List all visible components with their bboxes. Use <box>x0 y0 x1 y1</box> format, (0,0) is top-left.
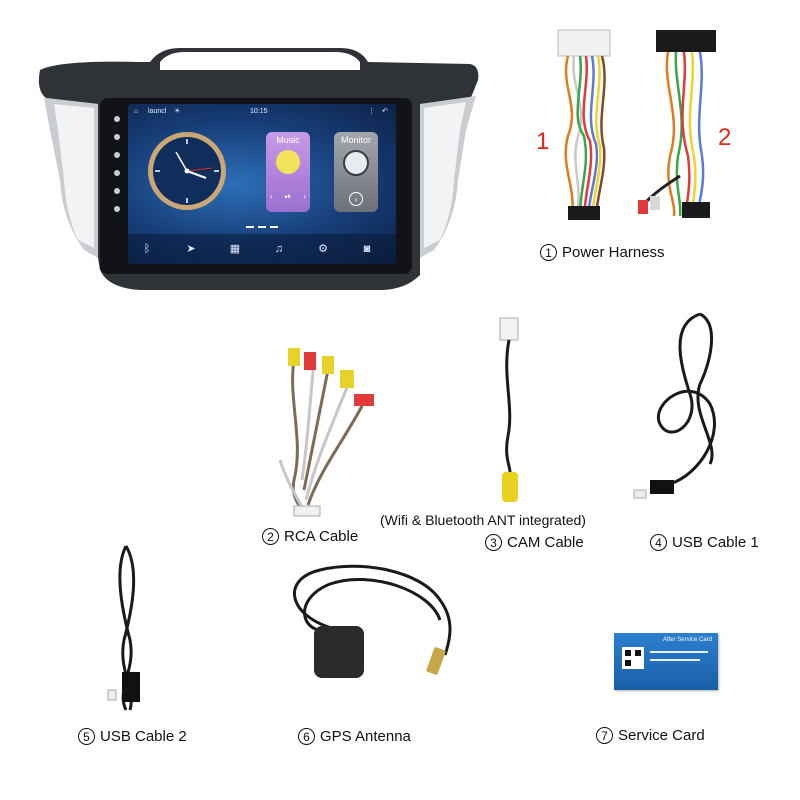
status-bar: ⌂ launcl ☀ 10:15 ⋮ ↶ <box>128 104 396 122</box>
power-harness-1-image <box>557 29 611 220</box>
rca-cable-label: RCA Cable <box>284 528 359 545</box>
usb-cable-1-caption: 4 USB Cable 1 <box>650 534 759 551</box>
usb-cable-1-image <box>633 312 716 499</box>
brightness-icon: ☀ <box>174 108 181 115</box>
rca-cable-caption: 2 RCA Cable <box>262 528 358 545</box>
usb-cable-1-label: USB Cable 1 <box>672 534 759 551</box>
service-card-label: Service Card <box>618 727 705 744</box>
page-indicator <box>246 226 286 229</box>
gps-antenna-image <box>292 564 452 678</box>
music-controls: ‹ ⏯ › <box>270 192 306 202</box>
music-card-title: Music <box>276 135 300 145</box>
item-number-3: 3 <box>485 534 502 551</box>
more-icon: ⋮ <box>368 108 375 115</box>
monitor-gauge-icon <box>343 150 369 176</box>
usb-cable-2-caption: 5 USB Cable 2 <box>78 728 187 745</box>
item-number-2: 2 <box>262 528 279 545</box>
rca-cable-image <box>278 348 374 517</box>
monitor-card-title: Monitor <box>340 135 371 145</box>
back-icon: ↶ <box>382 108 388 115</box>
service-card-caption: 7 Service Card <box>596 727 705 744</box>
settings-icon[interactable]: ⚙ <box>318 243 328 255</box>
item-number-6: 6 <box>298 728 315 745</box>
item-number-7: 7 <box>596 727 613 744</box>
power-harness-label: Power Harness <box>562 244 665 261</box>
service-card-title: After Service Card <box>662 637 712 643</box>
power-harness-caption: 1 Power Harness <box>540 244 665 261</box>
cam-cable-caption: 3 CAM Cable <box>485 534 584 551</box>
bluetooth-icon[interactable]: ᛒ <box>143 243 151 255</box>
harness-number-1: 1 <box>536 128 550 155</box>
music-disc-icon <box>276 150 300 174</box>
monitor-app-card[interactable]: Monitor › <box>334 132 378 212</box>
cam-cable-label: CAM Cable <box>507 534 584 551</box>
qr-code-icon <box>622 647 644 669</box>
usb-cable-2-image <box>107 545 140 711</box>
status-app-label: launcl <box>148 108 167 115</box>
home-icon: ⌂ <box>134 108 139 115</box>
navigation-icon[interactable]: ➤ <box>186 243 196 255</box>
music-app-card[interactable]: Music ‹ ⏯ › <box>266 132 310 212</box>
status-time: 10:15 <box>250 108 268 115</box>
clock-widget <box>148 132 226 210</box>
gps-antenna-caption: 6 GPS Antenna <box>298 728 411 745</box>
monitor-next-icon[interactable]: › <box>349 192 363 206</box>
harness-number-2: 2 <box>718 124 732 151</box>
previous-icon[interactable]: ‹ <box>270 192 273 201</box>
power-harness-2-image <box>638 30 716 218</box>
play-pause-icon[interactable]: ⏯ <box>284 192 292 201</box>
gps-antenna-label: GPS Antenna <box>320 728 411 745</box>
item-number-4: 4 <box>650 534 667 551</box>
next-icon[interactable]: › <box>303 192 306 201</box>
cam-cable-image <box>499 317 519 502</box>
bottom-dock: ᛒ ➤ ▦ ♫ ⚙ ◙ <box>128 234 396 264</box>
usb-cable-2-label: USB Cable 2 <box>100 728 187 745</box>
service-card-image: After Service Card <box>614 633 718 690</box>
item-number-1: 1 <box>540 244 557 261</box>
apps-grid-icon[interactable]: ▦ <box>229 243 241 255</box>
item-number-5: 5 <box>78 728 95 745</box>
music-note-icon[interactable]: ♫ <box>274 243 284 255</box>
camera-icon[interactable]: ◙ <box>363 243 371 255</box>
infotainment-screen: ⌂ launcl ☀ 10:15 ⋮ ↶ Music ‹ ⏯ <box>128 104 396 264</box>
cam-note: (Wifi & Bluetooth ANT integrated) <box>380 512 586 528</box>
